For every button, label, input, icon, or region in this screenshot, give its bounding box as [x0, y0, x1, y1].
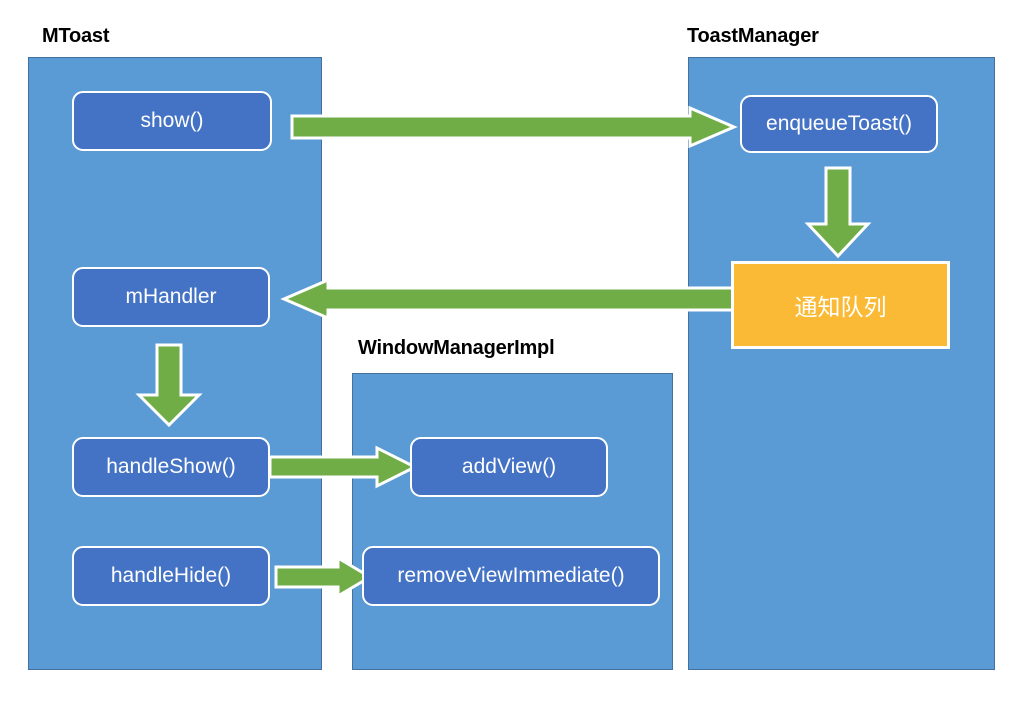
node-mhandler[interactable]: mHandler — [72, 267, 270, 327]
arrow-handlehide-to-removeviewimmediate — [274, 555, 373, 599]
node-handle-hide[interactable]: handleHide() — [72, 546, 270, 606]
node-enqueue-toast[interactable]: enqueueToast() — [740, 95, 938, 153]
arrow-mhandler-to-handleshow — [135, 343, 203, 428]
group-title-windowmanagerimpl: WindowManagerImpl — [358, 337, 555, 359]
node-remove-view-immediate[interactable]: removeViewImmediate() — [362, 546, 660, 606]
group-title-toastmanager: ToastManager — [687, 25, 819, 47]
node-handle-show[interactable]: handleShow() — [72, 437, 270, 497]
arrow-queue-to-mhandler — [280, 277, 736, 321]
group-title-mtoast: MToast — [42, 25, 110, 47]
node-show[interactable]: show() — [72, 91, 272, 151]
node-notification-queue[interactable]: 通知队列 — [731, 261, 950, 349]
panel-windowmanagerimpl — [352, 373, 673, 670]
arrow-show-to-enqueuetoast — [290, 105, 738, 149]
arrow-enqueuetoast-to-queue — [804, 166, 872, 259]
node-add-view[interactable]: addView() — [410, 437, 608, 497]
arrow-handleshow-to-addview — [268, 445, 419, 489]
panel-toastmanager — [688, 57, 995, 670]
